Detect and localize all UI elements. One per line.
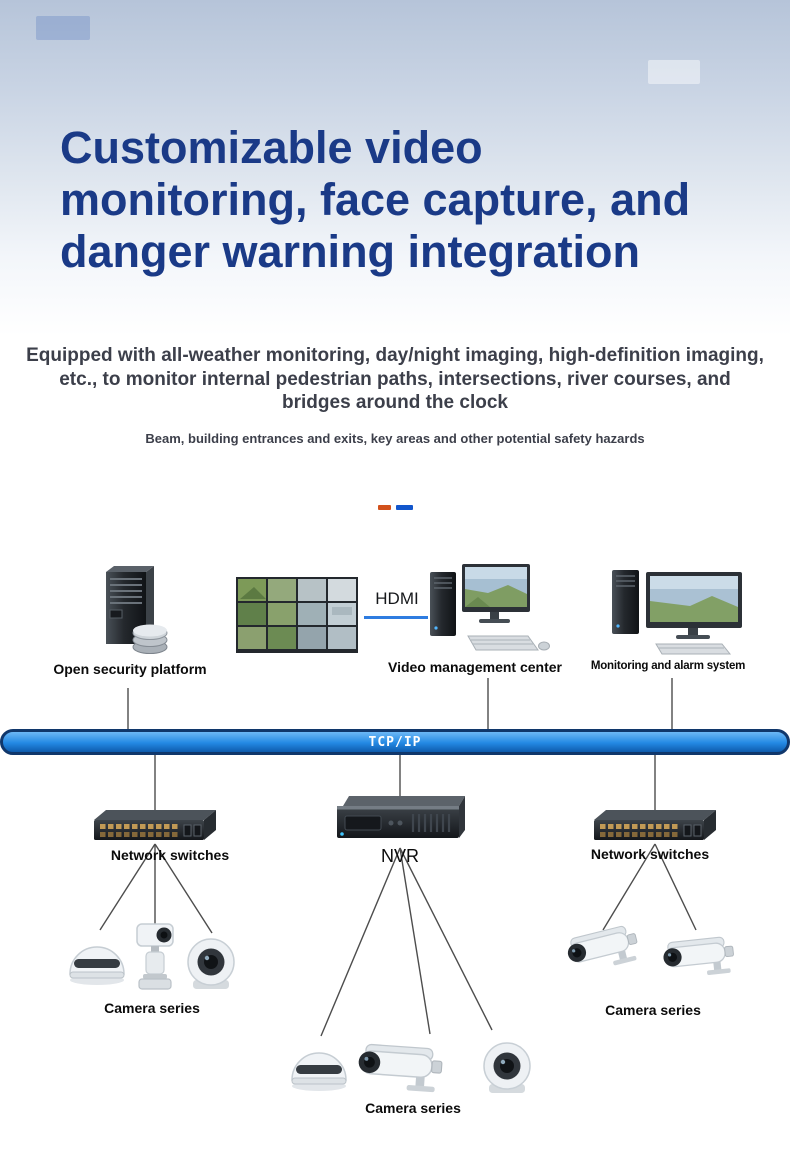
video-management-device [430,564,552,656]
ptz-camera [132,920,178,996]
open-security-platform-device [88,564,174,656]
bullet-camera-icon [358,1043,443,1093]
bullet-camera-icon [663,936,734,975]
dome-camera [286,1034,352,1092]
divider-dash-orange [377,505,391,510]
hero-note: Beam, building entrances and exits, key … [145,431,645,446]
turret-camera [182,936,240,992]
tcpip-bus-bar: TCP/IP [0,729,790,755]
server-tower-icon [106,566,168,654]
bullet-camera-icon [567,925,638,966]
title-line-1: Customizable video [60,122,483,173]
bullet-camera [558,917,646,979]
camera-series-right-label: Camera series [605,1002,701,1018]
monitoring-alarm-system-label: Monitoring and alarm system [590,660,746,672]
open-security-platform-label: Open security platform [53,661,207,677]
hero-section: Customizable video monitoring, face capt… [0,0,790,560]
title-line-3: danger warning integration [60,226,641,277]
bullet-camera [350,1037,448,1096]
video-wall-device [236,577,358,653]
network-switches-right-label: Network switches [590,846,710,862]
hdmi-label: HDMI [375,589,419,608]
video-wall-icon [236,577,358,653]
video-management-workstation-icon [430,564,550,651]
divider-dash-blue [395,505,413,510]
hero-subtitle: Equipped with all-weather monitoring, da… [26,345,764,413]
camera-series-center-label: Camera series [365,1100,461,1116]
turret-camera-icon [187,938,235,989]
watermark-right [648,60,700,84]
page-title: Customizable video monitoring, face capt… [60,122,690,278]
camera-series-left-label: Camera series [104,1000,200,1016]
monitoring-alarm-device [610,566,746,656]
dome-camera-icon [291,1052,347,1091]
network-switches-left-label: Network switches [110,847,230,863]
nvr-device [337,792,465,846]
watermark-left [36,16,90,40]
nvr-icon [337,796,465,838]
dome-camera [64,928,130,986]
section-divider [0,505,790,510]
dome-camera-icon [69,946,125,985]
network-switch-icon [594,810,716,840]
tcpip-bus-label: TCP/IP [368,734,422,750]
monitoring-workstation-icon [612,570,742,655]
nvr-label: NVR [380,846,419,866]
bullet-camera [656,930,740,982]
network-switch-icon [94,810,216,840]
turret-camera [478,1040,536,1096]
network-switch-right-device [592,808,718,842]
turret-camera-icon [483,1042,531,1093]
video-management-center-label: Video management center [387,659,563,675]
ptz-camera-icon [136,923,174,990]
hdmi-underline [364,616,428,619]
title-line-2: monitoring, face capture, and [60,174,691,225]
network-switch-left-device [92,808,218,842]
